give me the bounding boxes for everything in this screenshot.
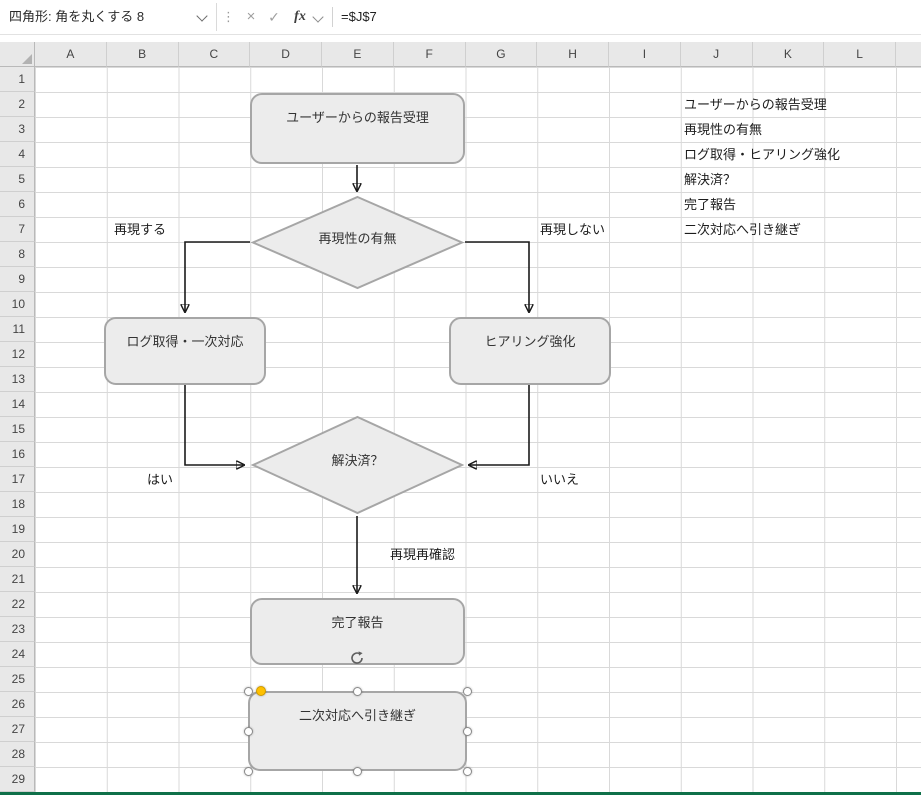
selection-handle-bottom-left[interactable] — [244, 767, 253, 776]
node-label: 完了報告 — [331, 615, 384, 630]
select-all-triangle-icon — [22, 54, 32, 64]
cell-J4[interactable]: ログ取得・ヒアリング強化 — [684, 147, 841, 162]
row-header-7[interactable]: 7 — [0, 217, 35, 242]
selection-handle-top-left[interactable] — [244, 687, 253, 696]
row-header-20[interactable]: 20 — [0, 542, 35, 567]
flowchart-node-report[interactable]: ユーザーからの報告受理 — [250, 93, 465, 164]
diamond-shape — [250, 415, 465, 515]
column-header-I[interactable]: I — [609, 42, 681, 67]
column-header-C[interactable]: C — [178, 42, 251, 67]
edge-label-recheck: 再現再確認 — [390, 547, 456, 562]
row-header-2[interactable]: 2 — [0, 92, 35, 117]
row-header-11[interactable]: 11 — [0, 317, 35, 342]
row-header-18[interactable]: 18 — [0, 492, 35, 517]
row-header-8[interactable]: 8 — [0, 242, 35, 267]
row-header-24[interactable]: 24 — [0, 642, 35, 667]
rotate-handle-icon[interactable] — [349, 650, 365, 666]
column-header-H[interactable]: H — [537, 42, 609, 67]
chevron-down-icon[interactable] — [312, 11, 324, 23]
flowchart-node-resolved[interactable]: 解決済？ — [250, 415, 465, 515]
select-all-button[interactable] — [0, 42, 35, 67]
selection-handle-top[interactable] — [353, 687, 362, 696]
row-header-10[interactable]: 10 — [0, 292, 35, 317]
selection-handle-right[interactable] — [463, 727, 472, 736]
row-header-4[interactable]: 4 — [0, 142, 35, 167]
divider — [332, 7, 333, 27]
cell-J7[interactable]: 二次対応へ引き継ぎ — [684, 222, 802, 237]
row-header-23[interactable]: 23 — [0, 617, 35, 642]
formula-bar: 四角形: 角を丸くする 8 ⋮ × ✓ fx =$J$7 — [0, 0, 921, 35]
drag-handle-icon[interactable]: ⋮ — [222, 9, 235, 24]
column-header-G[interactable]: G — [465, 42, 538, 67]
row-header-15[interactable]: 15 — [0, 417, 35, 442]
row-header-5[interactable]: 5 — [0, 167, 35, 192]
cell-J3[interactable]: 再現性の有無 — [684, 122, 763, 137]
grid-area[interactable] — [35, 67, 921, 792]
row-header-25[interactable]: 25 — [0, 667, 35, 692]
row-header-3[interactable]: 3 — [0, 117, 35, 142]
column-header-F[interactable]: F — [393, 42, 466, 67]
row-header-29[interactable]: 29 — [0, 767, 35, 792]
formula-input[interactable]: =$J$7 — [341, 9, 377, 24]
selection-handle-bottom[interactable] — [353, 767, 362, 776]
enter-icon[interactable]: ✓ — [268, 9, 280, 25]
name-box-value: 四角形: 角を丸くする 8 — [9, 9, 145, 24]
adjust-handle[interactable] — [256, 686, 266, 696]
cell-J5[interactable]: 解決済？ — [684, 172, 737, 187]
selection-handle-top-right[interactable] — [463, 687, 472, 696]
row-header-17[interactable]: 17 — [0, 467, 35, 492]
edge-label-reproduce: 再現する — [114, 222, 167, 237]
flowchart-node-handoff-selected[interactable]: 二次対応へ引き継ぎ — [248, 691, 467, 771]
row-header-22[interactable]: 22 — [0, 592, 35, 617]
node-label: ログ取得・一次対応 — [126, 334, 244, 349]
row-header-26[interactable]: 26 — [0, 692, 35, 717]
diamond-shape — [250, 195, 465, 290]
node-label: 解決済？ — [331, 453, 384, 468]
row-header-28[interactable]: 28 — [0, 742, 35, 767]
column-header-E[interactable]: E — [322, 42, 394, 67]
edge-label-not-reproduce: 再現しない — [540, 222, 606, 237]
flowchart-node-reproducibility[interactable]: 再現性の有無 — [250, 195, 465, 290]
insert-function-icon[interactable]: fx — [294, 9, 306, 24]
node-label: ユーザーからの報告受理 — [286, 110, 429, 125]
row-header-16[interactable]: 16 — [0, 442, 35, 467]
node-label: 二次対応へ引き継ぎ — [298, 708, 416, 723]
node-label: ヒアリング強化 — [484, 334, 576, 349]
row-header-27[interactable]: 27 — [0, 717, 35, 742]
cell-J2[interactable]: ユーザーからの報告受理 — [684, 97, 827, 112]
flowchart-node-log-action[interactable]: ログ取得・一次対応 — [104, 317, 266, 385]
flowchart-node-hearing[interactable]: ヒアリング強化 — [449, 317, 611, 385]
row-header-13[interactable]: 13 — [0, 367, 35, 392]
column-header-A[interactable]: A — [35, 42, 107, 67]
column-header-D[interactable]: D — [250, 42, 322, 67]
row-header-21[interactable]: 21 — [0, 567, 35, 592]
cell-J6[interactable]: 完了報告 — [684, 197, 737, 212]
column-header-L[interactable]: L — [824, 42, 896, 67]
row-header-1[interactable]: 1 — [0, 67, 35, 92]
row-header-14[interactable]: 14 — [0, 392, 35, 417]
row-header-12[interactable]: 12 — [0, 342, 35, 367]
selection-handle-left[interactable] — [244, 727, 253, 736]
column-header-K[interactable]: K — [752, 42, 825, 67]
row-header-9[interactable]: 9 — [0, 267, 35, 292]
row-header-19[interactable]: 19 — [0, 517, 35, 542]
cancel-icon[interactable]: × — [246, 8, 256, 25]
edge-label-yes: はい — [147, 472, 174, 487]
status-bar-edge — [0, 792, 921, 795]
column-header-B[interactable]: B — [106, 42, 179, 67]
row-header-6[interactable]: 6 — [0, 192, 35, 217]
selection-handle-bottom-right[interactable] — [463, 767, 472, 776]
edge-label-no: いいえ — [540, 472, 580, 487]
divider — [216, 3, 217, 31]
name-box[interactable]: 四角形: 角を丸くする 8 — [0, 0, 214, 34]
column-header-partial[interactable] — [896, 42, 921, 67]
flowchart-node-complete[interactable]: 完了報告 — [250, 598, 465, 665]
node-label: 再現性の有無 — [318, 230, 397, 246]
column-header-J[interactable]: J — [680, 42, 753, 67]
